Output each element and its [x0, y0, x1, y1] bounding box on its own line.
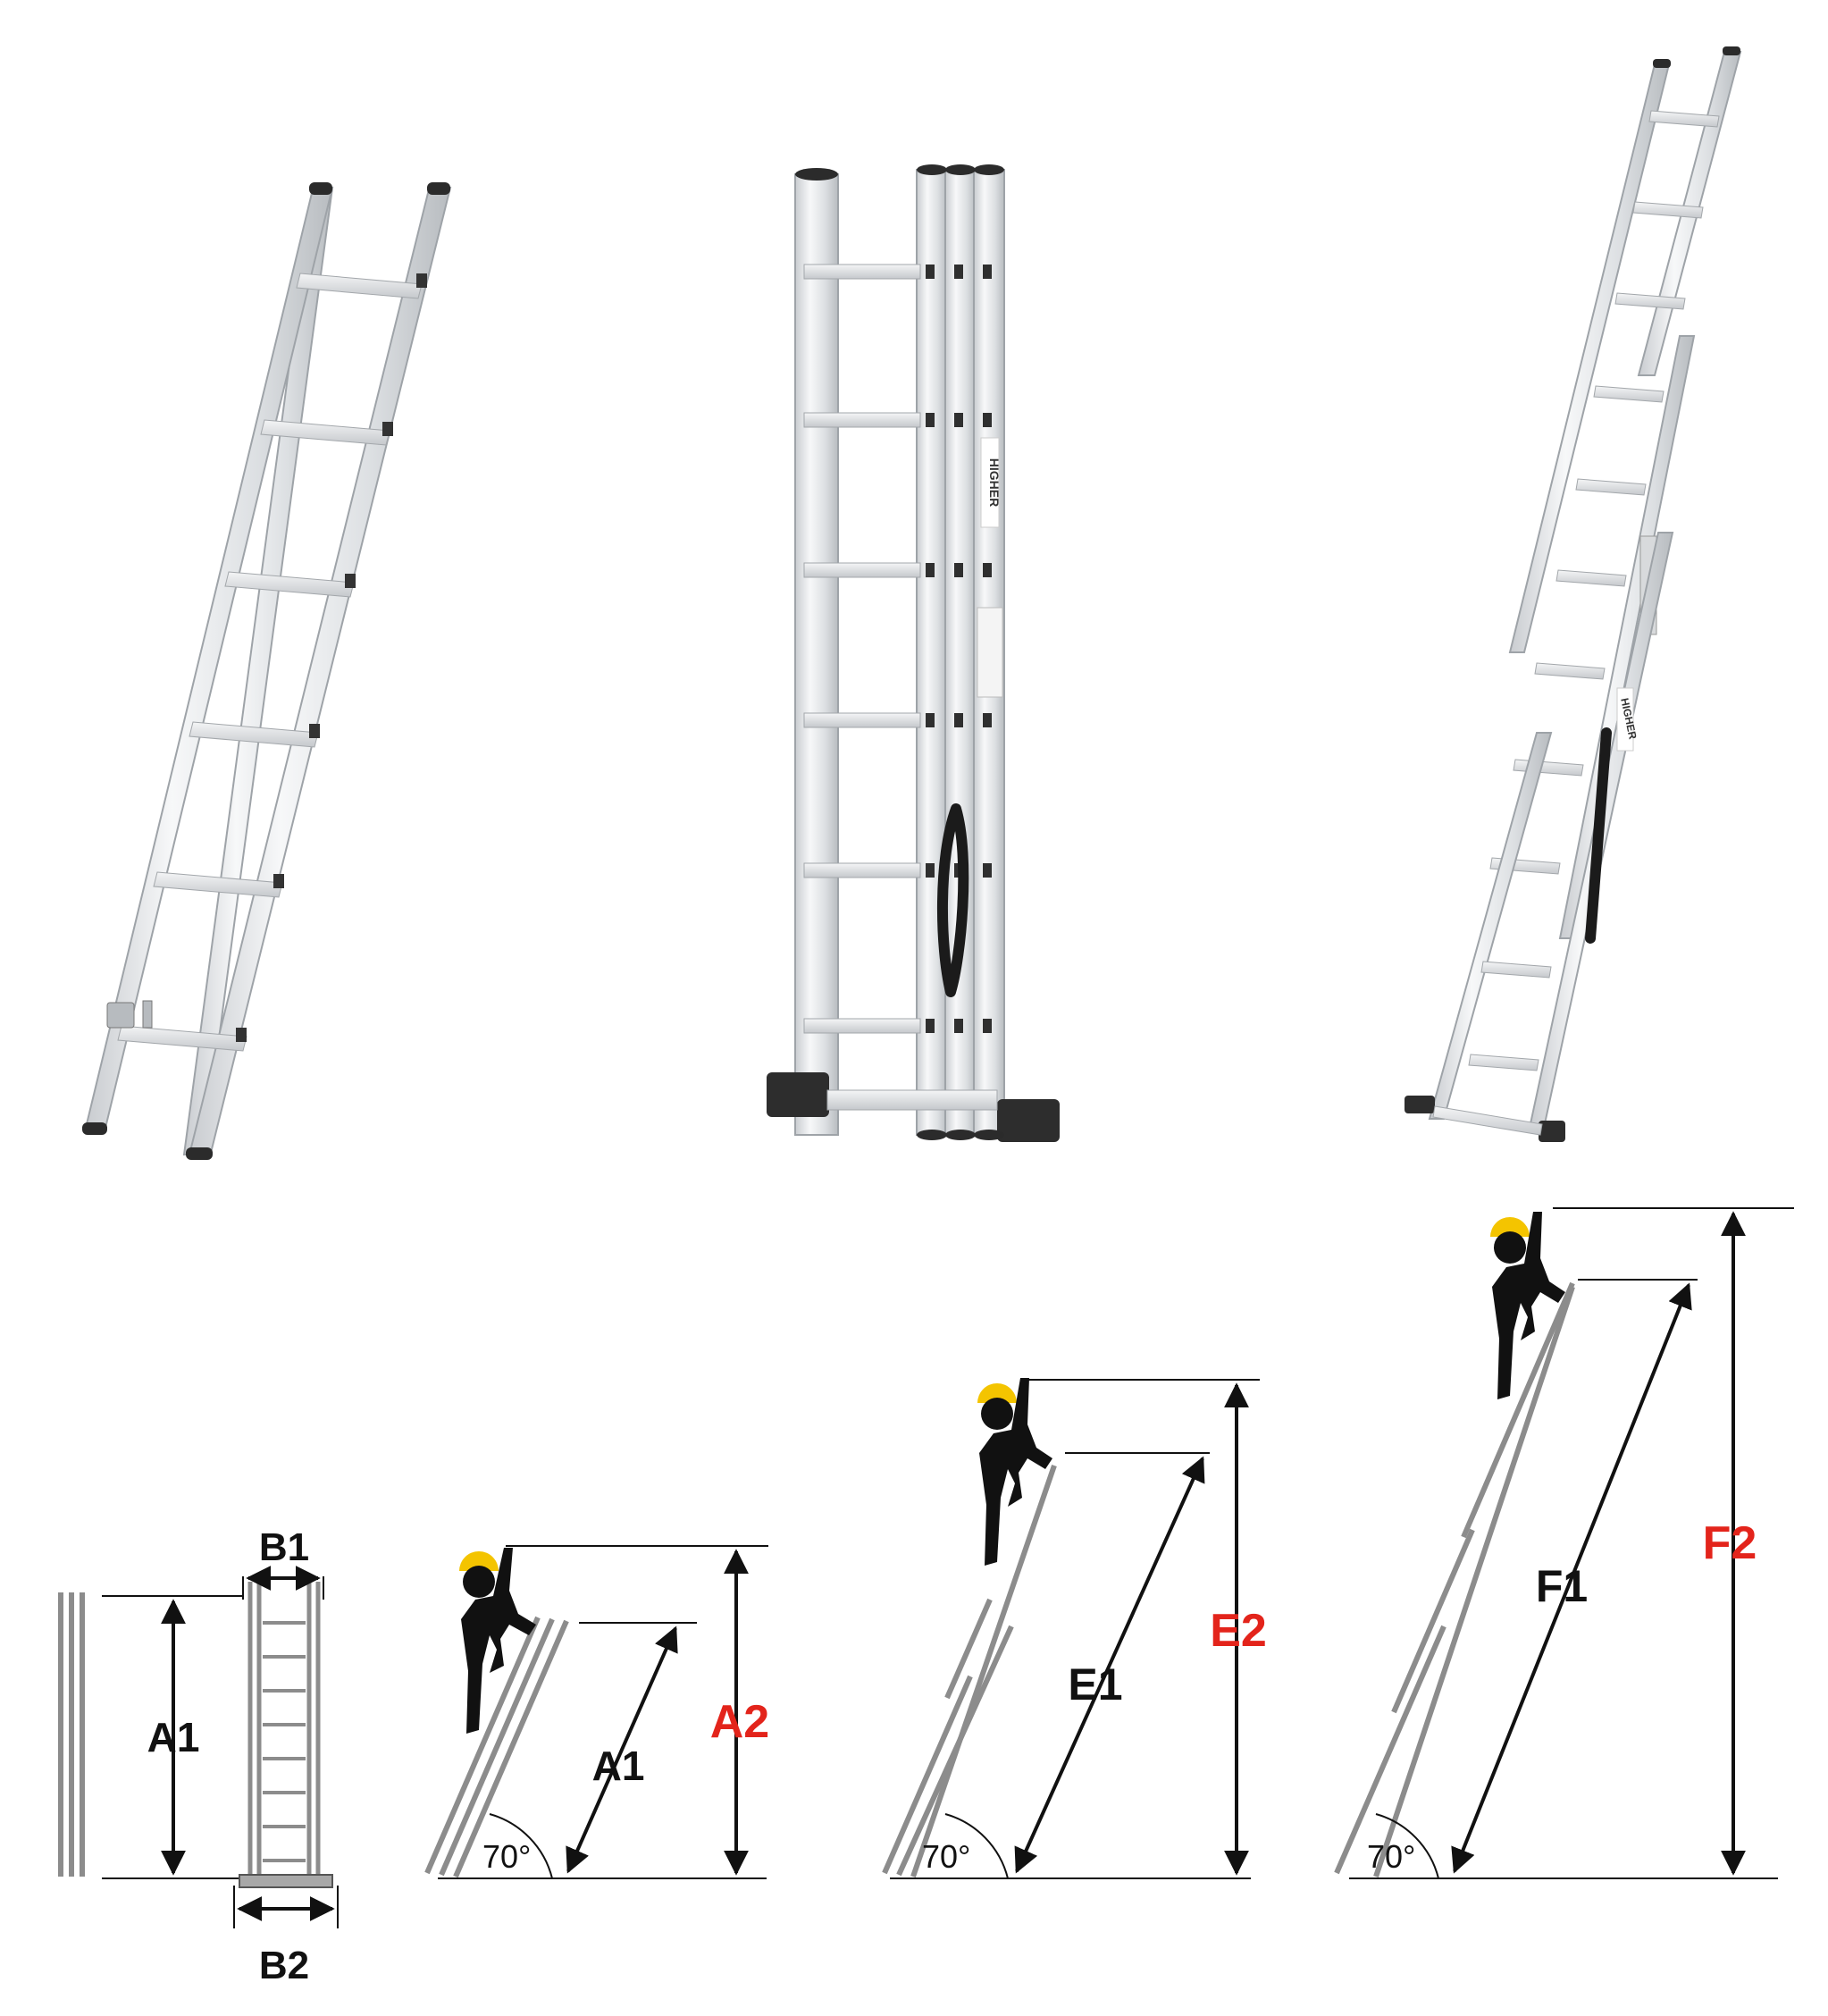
dim-label-b1: B1 [259, 1525, 309, 1569]
e1-double-arrow-icon [1014, 1456, 1205, 1874]
height-diagram-f: 70° F1 F2 [1334, 1207, 1794, 1879]
dim-label-a1: A1 [147, 1714, 200, 1760]
ladder-photo-extended: HIGHER [1405, 46, 1742, 1142]
worker-with-helmet-icon [977, 1378, 1052, 1566]
worker-with-helmet-icon [1490, 1212, 1565, 1399]
side-view-rails [58, 1592, 85, 1877]
dim-label-f2: F2 [1703, 1517, 1757, 1569]
a1-diag-double-arrow-icon [566, 1625, 678, 1874]
dim-label-a1-diagonal: A1 [592, 1743, 645, 1789]
angle-label-a: 70° [482, 1838, 531, 1875]
angle-label-f: 70° [1367, 1838, 1415, 1875]
dim-label-a2: A2 [710, 1696, 769, 1748]
brand-label-folded: HIGHER [987, 458, 1002, 507]
height-diagram-e: 70° E1 E2 [882, 1378, 1267, 1879]
worker-with-helmet-icon [459, 1548, 536, 1734]
dim-label-e2: E2 [1210, 1605, 1267, 1657]
ladder-photo-single-section [82, 182, 452, 1160]
f1-double-arrow-icon [1451, 1282, 1692, 1874]
dim-label-e1: E1 [1068, 1659, 1122, 1709]
angle-label-e: 70° [922, 1838, 970, 1875]
dim-label-b2: B2 [259, 1944, 309, 1987]
ladder-photo-folded: HIGHER [767, 164, 1060, 1142]
dimension-diagram-collapsed: A1 B1 B2 [58, 1525, 339, 1987]
front-view-ladder [247, 1582, 321, 1875]
height-diagram-a: 70° A1 A2 [424, 1545, 769, 1879]
dim-label-f1: F1 [1536, 1561, 1588, 1611]
